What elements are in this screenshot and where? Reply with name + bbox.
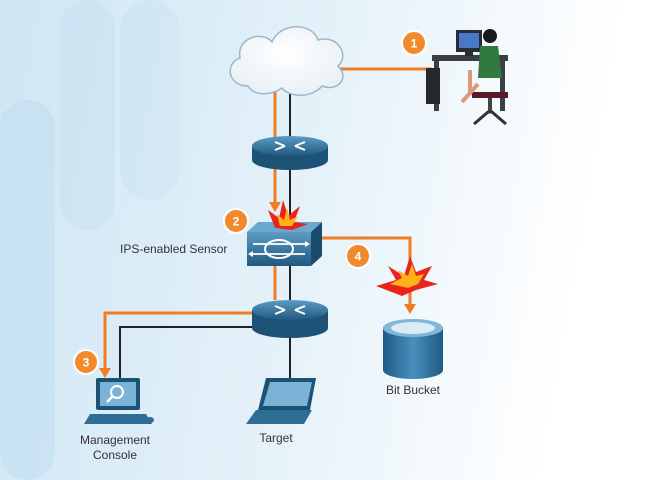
database-cylinder-icon <box>383 319 443 379</box>
explosion-icon <box>376 256 438 296</box>
svg-text:4: 4 <box>355 250 362 264</box>
attack-path-arrowheads <box>99 202 416 378</box>
step-badge-4: 4 <box>345 243 371 269</box>
background-shapes <box>0 0 180 480</box>
step-badge-3: 3 <box>73 349 99 375</box>
svg-text:1: 1 <box>411 37 418 51</box>
management-console-label: Management Console <box>79 433 151 462</box>
cloud-icon <box>229 26 344 96</box>
management-console-icon <box>84 378 154 424</box>
svg-text:3: 3 <box>83 356 90 370</box>
bit-bucket-label: Bit Bucket <box>385 383 441 397</box>
explosion-icon <box>268 200 308 230</box>
sensor-label: IPS-enabled Sensor <box>120 242 228 256</box>
step-badge-2: 2 <box>223 208 249 234</box>
target-label: Target <box>259 431 293 445</box>
laptop-icon <box>246 378 316 424</box>
router-icon <box>252 300 328 338</box>
step-badge-1: 1 <box>401 30 427 56</box>
router-icon <box>252 136 328 170</box>
attacker-workstation-icon <box>426 29 508 126</box>
svg-text:2: 2 <box>233 215 240 229</box>
